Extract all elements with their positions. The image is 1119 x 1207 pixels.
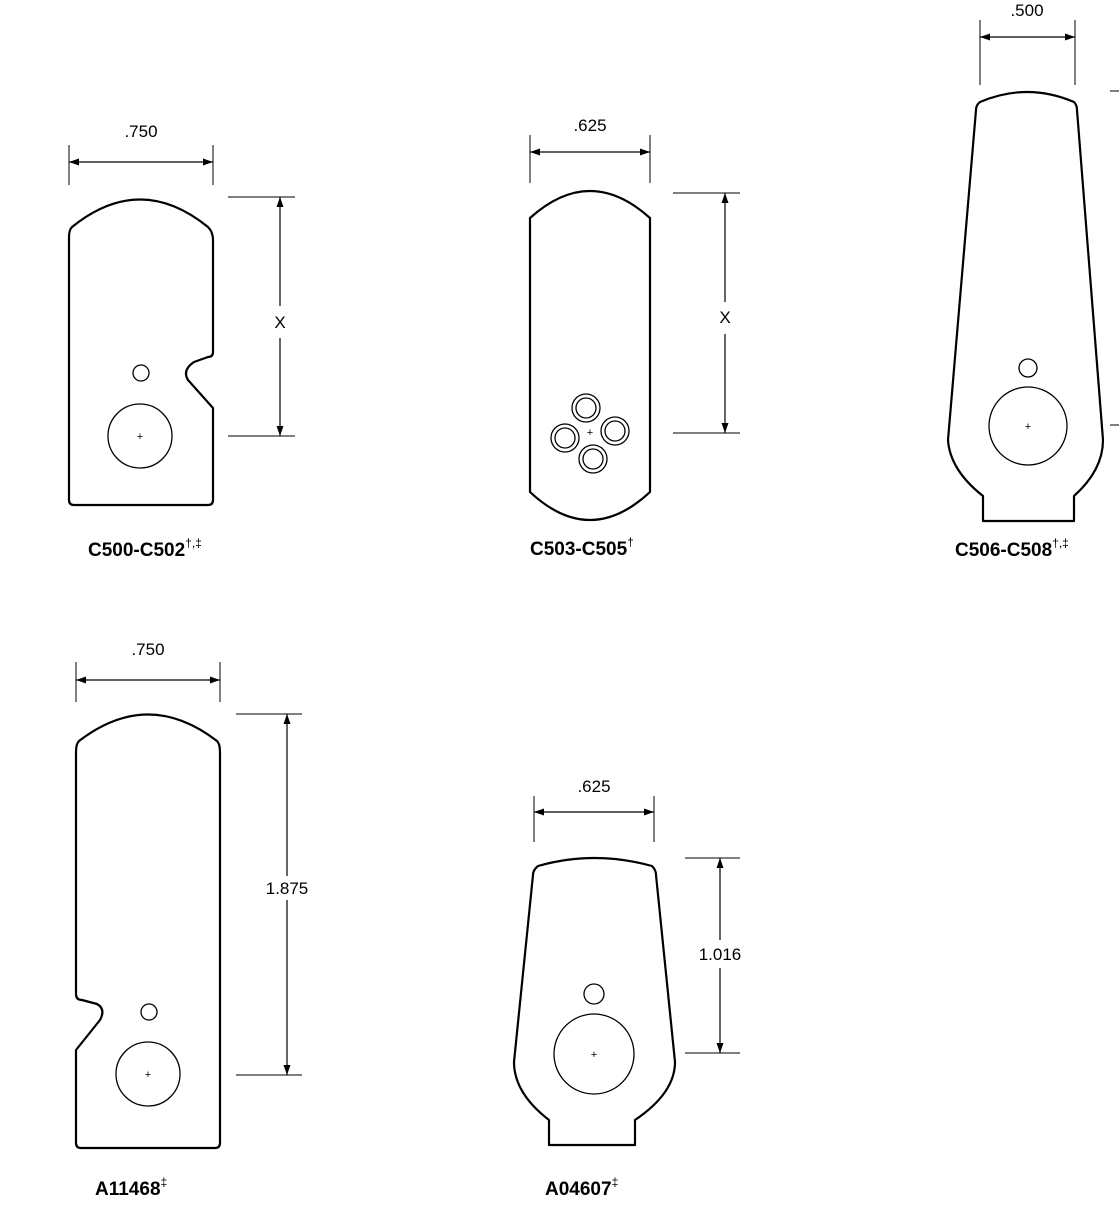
part-outline	[946, 90, 1105, 523]
part-c506-c508: + .500 C506-C508†,‡	[946, 1, 1119, 561]
large-hole	[115, 1041, 181, 1107]
small-hole	[132, 364, 150, 382]
footnote-marks: †,‡	[1052, 536, 1069, 550]
part-outline	[67, 198, 215, 507]
footnote-marks: ‡	[161, 1175, 168, 1189]
part-number: C503-C505	[530, 539, 628, 560]
large-hole	[107, 403, 173, 469]
center-mark: +	[591, 1049, 597, 1061]
width-dimension-label: .500	[1010, 1, 1043, 20]
button-hole-top-inner	[575, 397, 597, 419]
small-hole	[583, 983, 605, 1005]
width-dimension-label: .750	[131, 640, 164, 659]
part-outline	[512, 856, 677, 1147]
part-number: C506-C508	[955, 540, 1052, 561]
part-number: C500-C502	[88, 540, 185, 561]
height-dimension-label: 1.016	[699, 945, 742, 964]
button-hole-top	[571, 393, 601, 423]
center-mark: +	[587, 427, 593, 439]
part-number: A04607	[545, 1179, 612, 1200]
part-label: A04607‡	[545, 1175, 618, 1200]
part-a11468: + .750 1.875 A11468‡	[74, 640, 309, 1200]
button-hole-bottom-inner	[582, 448, 604, 470]
part-label: C506-C508†,‡	[955, 536, 1069, 561]
small-hole	[1018, 358, 1038, 378]
part-label: C503-C505†	[530, 535, 634, 560]
part-label: A11468‡	[95, 1175, 167, 1200]
height-dimension-label: X	[719, 308, 730, 327]
part-number: A11468	[95, 1179, 161, 1200]
large-hole	[988, 386, 1068, 466]
footnote-marks: †	[627, 535, 634, 549]
height-dimension-label: X	[274, 313, 285, 332]
width-dimension-label: .750	[124, 122, 157, 141]
center-mark: +	[145, 1069, 151, 1081]
center-mark: +	[1025, 421, 1031, 433]
part-label: C500-C502†,‡	[88, 536, 202, 561]
part-outline	[528, 190, 652, 521]
button-hole-right	[600, 416, 630, 446]
width-dimension-label: .625	[577, 777, 610, 796]
part-outline	[74, 713, 222, 1150]
button-hole-right-inner	[604, 420, 626, 442]
part-c503-c505: + .625 X C503-C505†	[528, 116, 740, 560]
part-c500-c502: + .750 X C500-C502†,‡	[67, 122, 295, 561]
button-hole-left-inner	[554, 427, 576, 449]
footnote-marks: ‡	[612, 1175, 619, 1189]
button-hole-bottom	[578, 444, 608, 474]
width-dimension-label: .625	[573, 116, 606, 135]
large-hole	[553, 1013, 635, 1095]
small-hole	[140, 1003, 158, 1021]
button-hole-left	[550, 423, 580, 453]
footnote-marks: †,‡	[185, 536, 202, 550]
center-mark: +	[137, 431, 143, 443]
part-a04607: + .625 1.016 A04607‡	[512, 777, 742, 1200]
height-dimension-label: 1.875	[266, 879, 309, 898]
